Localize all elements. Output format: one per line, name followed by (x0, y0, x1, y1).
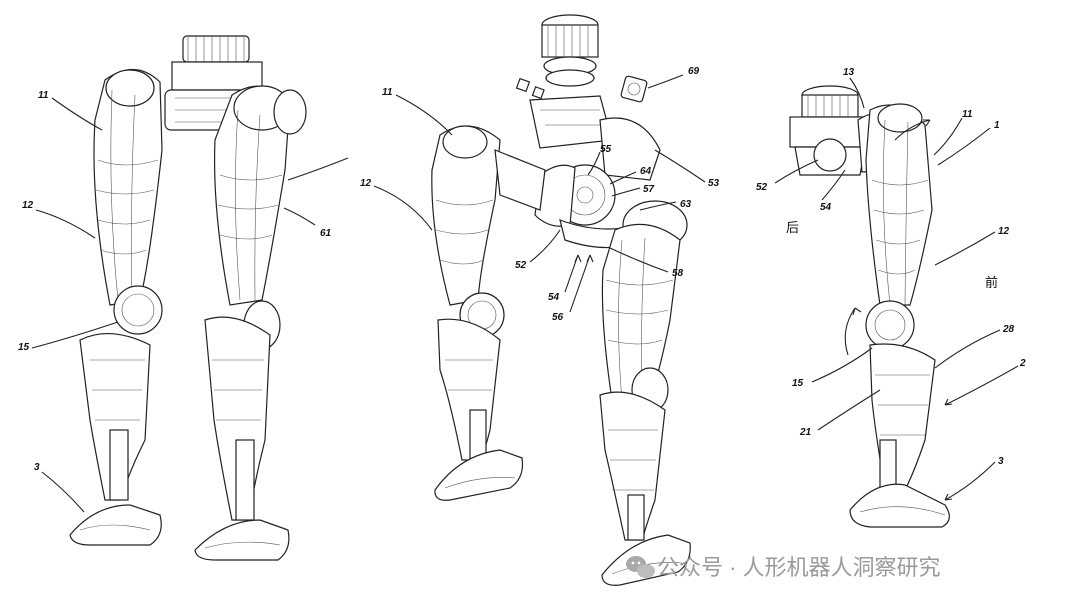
right-figure: 13 11 1 52 54 12 28 2 15 21 3 后 前 (756, 67, 1026, 528)
left-callouts: 11 12 15 3 61 (18, 90, 349, 513)
watermark: 公众号 · 人形机器人洞察研究 (626, 555, 941, 580)
left-leg-a (69, 68, 163, 546)
label-69: 69 (688, 66, 700, 77)
label-15: 15 (18, 342, 30, 353)
label-55: 55 (600, 144, 612, 155)
label-64: 64 (640, 166, 652, 177)
label-11: 11 (962, 109, 973, 120)
label-13: 13 (843, 67, 855, 78)
label-3: 3 (34, 462, 40, 473)
label-12: 12 (22, 200, 34, 211)
label-12: 12 (998, 226, 1010, 237)
label-21: 21 (799, 427, 812, 438)
middle-figure: 69 11 12 55 53 64 57 63 52 58 54 56 (360, 14, 720, 586)
direction-label-back: 后 (786, 220, 799, 235)
label-58: 58 (672, 268, 684, 279)
wechat-icon (626, 556, 655, 578)
label-11: 11 (382, 87, 393, 98)
label-28: 28 (1002, 324, 1015, 335)
label-53: 53 (708, 178, 720, 189)
label-11: 11 (38, 90, 49, 101)
label-56: 56 (552, 312, 564, 323)
label-57: 57 (643, 184, 655, 195)
middle-leg-b (599, 200, 691, 586)
middle-callouts: 69 11 12 55 53 64 57 63 52 58 54 56 (360, 66, 720, 323)
label-61: 61 (320, 228, 332, 239)
label-3: 3 (998, 456, 1004, 467)
watermark-text: 公众号 · 人形机器人洞察研究 (657, 555, 941, 580)
label-54: 54 (820, 202, 832, 213)
label-52: 52 (756, 182, 768, 193)
label-63: 63 (680, 199, 692, 210)
label-54: 54 (548, 292, 560, 303)
right-leg (844, 103, 950, 528)
left-figure: 11 12 15 3 61 (18, 35, 349, 561)
direction-label-front: 前 (985, 275, 998, 290)
label-1: 1 (994, 120, 1000, 131)
middle-leg-a (431, 125, 546, 501)
left-leg-b (194, 85, 307, 561)
exploded-hip-assembly (515, 14, 661, 249)
right-callouts: 13 11 1 52 54 12 28 2 15 21 3 (756, 67, 1026, 501)
label-52: 52 (515, 260, 527, 271)
label-12: 12 (360, 178, 372, 189)
label-15: 15 (792, 378, 804, 389)
label-2: 2 (1019, 358, 1026, 369)
